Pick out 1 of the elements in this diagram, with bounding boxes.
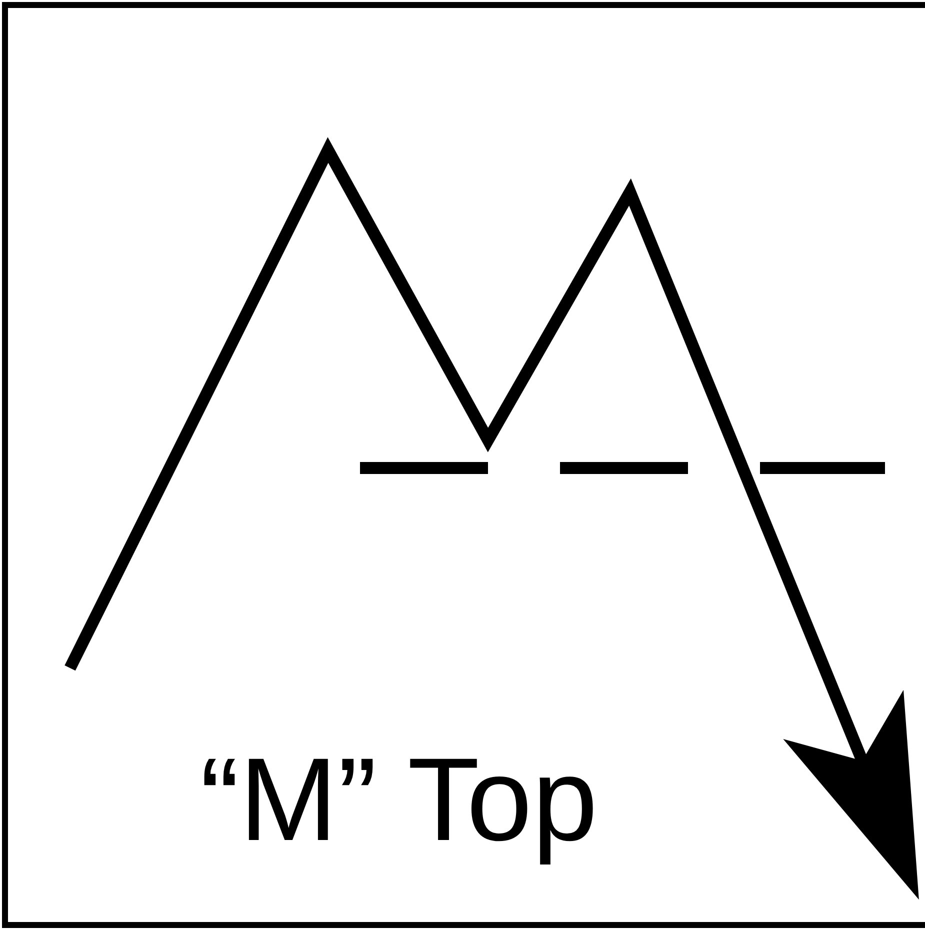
pattern-title: “M” Top (200, 735, 598, 865)
